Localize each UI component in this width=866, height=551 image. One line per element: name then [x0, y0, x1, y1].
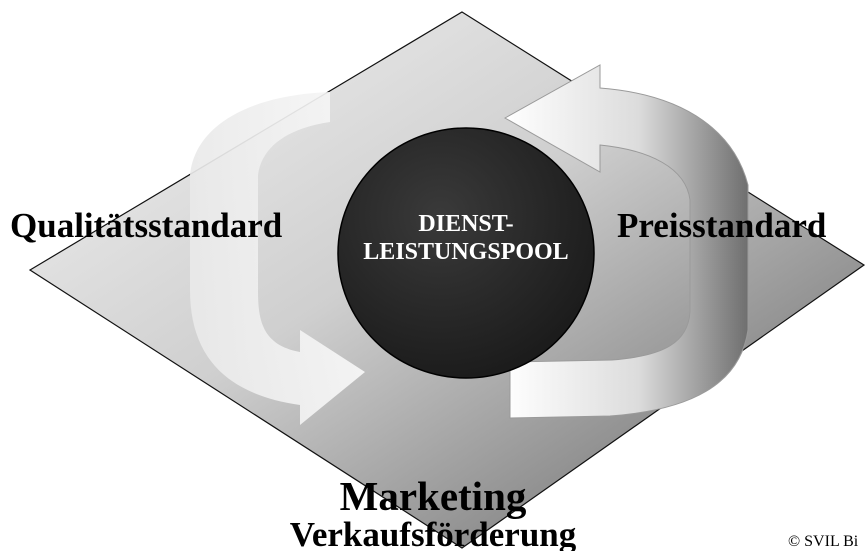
copyright-notice: © SVIL Bi — [788, 533, 859, 550]
left-cycle-arrow — [190, 92, 365, 425]
sales-promotion-label: Verkaufsförderung — [289, 515, 577, 551]
center-circle — [337, 127, 595, 379]
price-standard-label: Preisstandard — [617, 206, 827, 245]
marketing-label: Marketing — [339, 473, 527, 519]
quality-standard-label: Qualitätsstandard — [10, 206, 283, 245]
center-label: DIENST- LEISTUNGSPOOL — [331, 210, 601, 266]
center-label-line1: DIENST- — [418, 211, 514, 237]
center-label-line2: LEISTUNGSPOOL — [363, 239, 569, 265]
right-cycle-arrow — [503, 64, 749, 419]
